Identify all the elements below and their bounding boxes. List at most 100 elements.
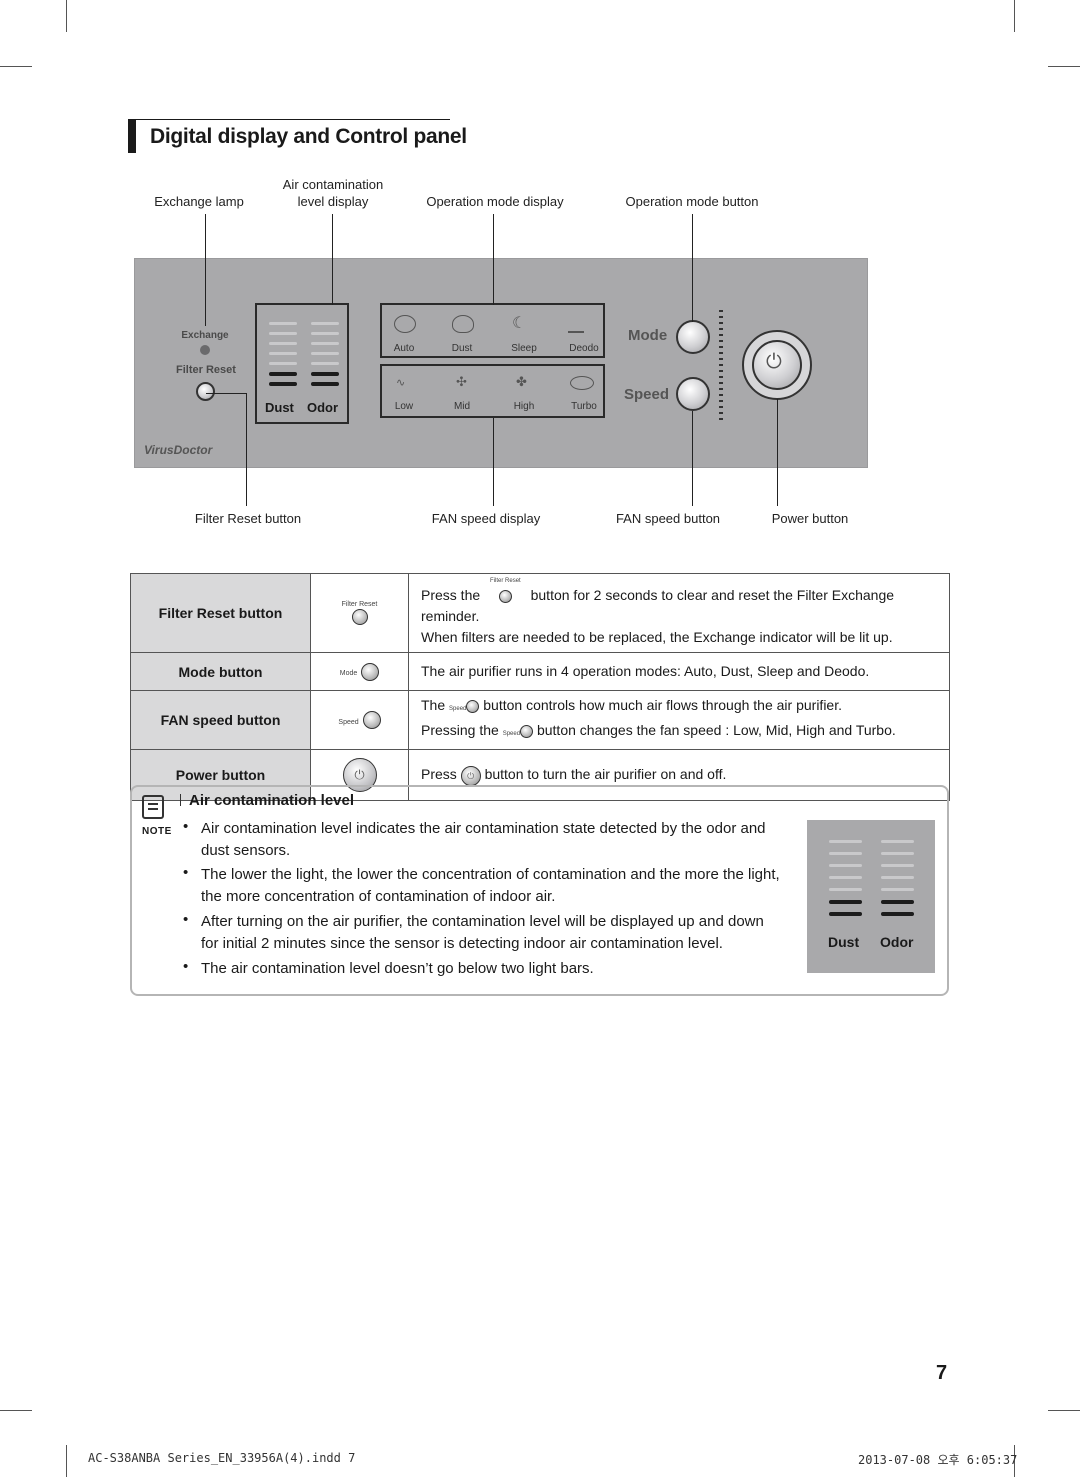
row-description: The Speed button controls how much air f… [408, 690, 950, 750]
leader-fan-display [493, 418, 494, 506]
leader-filter-reset [246, 393, 247, 506]
row-icon: Mode [310, 652, 409, 691]
note-bullet-1: Air contamination level indicates the ai… [201, 820, 766, 859]
power-button-inner[interactable]: ⏻ [752, 340, 802, 390]
desc-text: button for 2 seconds to clear and reset … [421, 587, 895, 624]
note-bullet-4: The air contamination level doesn’t go b… [201, 960, 594, 977]
leader-power [777, 399, 778, 506]
callout-filter-reset-button: Filter Reset button [194, 511, 302, 526]
crop-mark [1048, 66, 1080, 67]
leader-contamination [332, 214, 333, 305]
note-contamination-display: Dust Odor [807, 820, 935, 973]
speed-mid-label: Mid [453, 401, 471, 412]
brand-logo: VirusDoctor [144, 443, 213, 457]
speed-label: Speed [624, 386, 670, 403]
filter-reset-button[interactable] [196, 382, 215, 401]
row-icon: Speed [310, 690, 409, 750]
note-bullet-2: The lower the light, the lower the conce… [201, 866, 780, 905]
note-icon [142, 795, 164, 819]
desc-text: Press [421, 766, 457, 783]
speed-high-label: High [513, 401, 535, 412]
contamination-level-display: Dust Odor [255, 303, 349, 424]
row-name: Mode button [130, 652, 311, 691]
filter-reset-mini-icon [351, 609, 368, 626]
crop-mark [1014, 1445, 1015, 1477]
leader-mode-display [493, 214, 494, 305]
leader-filter-h [206, 393, 247, 394]
row-name: Power button [130, 749, 311, 801]
row-name: Filter Reset button [130, 573, 311, 653]
title-rule [136, 119, 450, 120]
mode-mini-icon [361, 662, 380, 681]
mode-button[interactable] [676, 320, 710, 354]
desc-text: button to turn the air purifier on and o… [484, 766, 727, 783]
dust-label: Dust [265, 400, 294, 415]
crop-mark [66, 1445, 67, 1477]
mode-label: Mode [628, 327, 668, 344]
power-button[interactable]: ⏻ [742, 330, 812, 400]
mode-dust-label: Dust [451, 343, 473, 354]
note-box [130, 785, 949, 996]
button-description-table: Filter Reset button Filter Reset Press t… [130, 573, 950, 801]
operation-mode-display: ☾ Auto Dust Sleep Deodo [380, 303, 605, 358]
turbo-speed-icon [570, 376, 594, 390]
power-icon: ⏻ [766, 351, 782, 373]
title-accent-bar [128, 119, 136, 153]
speed-inline-icon [466, 699, 480, 713]
speed-mini-label: Speed [338, 718, 359, 726]
note-odor-label: Odor [880, 934, 914, 950]
filter-reset-inline-icon: Filter Reset [490, 578, 521, 606]
row-description: Press ⏻ button to turn the air purifier … [408, 749, 950, 801]
crop-mark [1014, 0, 1015, 32]
row-icon: Filter Reset [310, 573, 409, 653]
crop-mark [0, 1410, 32, 1411]
mode-mini-label: Mode [339, 670, 358, 678]
bullet-mark: • [183, 958, 189, 975]
auto-mode-icon [394, 315, 416, 333]
high-speed-icon: ✤ [516, 374, 527, 389]
desc-text: button controls how much air flows throu… [483, 697, 843, 713]
callout-power-button: Power button [771, 511, 849, 526]
crop-mark [66, 0, 67, 32]
leader-exchange [205, 214, 206, 326]
table-row: FAN speed button Speed The Speed button … [130, 690, 950, 750]
note-bullet-3: After turning on the air purifier, the c… [201, 913, 764, 952]
callout-air-contamination-2: level display [297, 194, 369, 209]
note-heading: Air contamination level [189, 792, 355, 809]
mid-speed-icon: ✣ [456, 374, 467, 389]
footer-file: AC-S38ANBA Series_EN_33956A(4).indd 7 [88, 1451, 356, 1465]
fan-speed-display: ∿ ✣ ✤ Low Mid High Turbo [380, 364, 605, 418]
table-row: Power button ⏻ Press ⏻ button to turn th… [130, 749, 950, 801]
low-speed-icon: ∿ [396, 377, 406, 389]
speed-low-label: Low [394, 401, 414, 412]
deodo-mode-icon [568, 313, 584, 333]
crop-mark [1048, 1410, 1080, 1411]
speed-mini-icon [362, 711, 381, 730]
filter-reset-inline-label: Filter Reset [490, 578, 521, 584]
footer-timestamp: 2013-07-08 오후 6:05:37 [858, 1453, 1018, 1467]
mode-sleep-label: Sleep [511, 343, 537, 354]
note-dust-label: Dust [828, 934, 860, 950]
row-name: FAN speed button [130, 690, 311, 750]
callout-operation-mode-display: Operation mode display [426, 194, 564, 209]
desc-line2: When filters are needed to be replaced, … [421, 629, 893, 645]
page-number: 7 [936, 1362, 948, 1384]
crop-mark [0, 66, 32, 67]
speed-button[interactable] [676, 377, 710, 411]
exchange-label: Exchange [181, 330, 229, 341]
speed-turbo-label: Turbo [571, 401, 597, 412]
speed-inline-label: Speed [449, 706, 467, 712]
callout-fan-speed-display: FAN speed display [431, 511, 541, 526]
desc-text: Press the [421, 587, 481, 603]
dust-mode-icon [452, 315, 474, 333]
speed-level-dots [719, 310, 723, 422]
table-row: Mode button Mode The air purifier runs i… [130, 652, 950, 691]
callout-fan-speed-button: FAN speed button [615, 511, 721, 526]
mode-deodo-label: Deodo [569, 343, 599, 354]
filter-reset-mini-label: Filter Reset [341, 600, 378, 608]
callout-operation-mode-button: Operation mode button [625, 194, 759, 209]
callout-air-contamination-1: Air contamination [282, 177, 384, 192]
callout-exchange-lamp: Exchange lamp [154, 194, 244, 209]
section-title: Digital display and Control panel [150, 125, 467, 148]
sleep-mode-icon: ☾ [512, 315, 527, 332]
